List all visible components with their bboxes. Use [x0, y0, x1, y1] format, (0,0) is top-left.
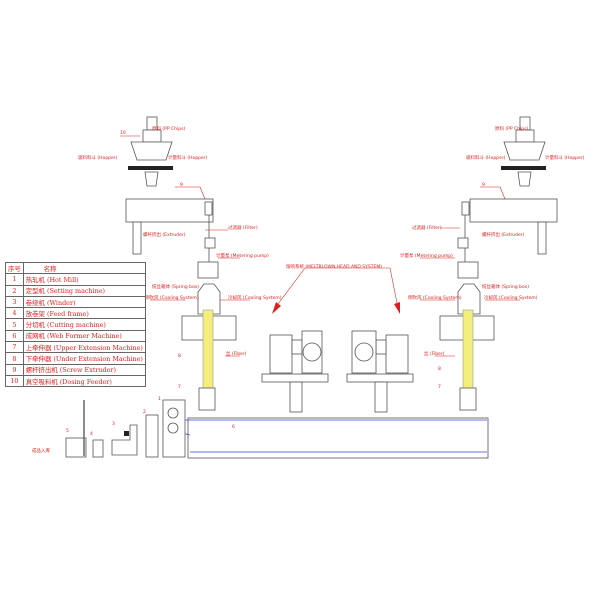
row-name: 放卷架 (Feed frame) [22, 307, 146, 320]
left-chips-label: 原料 (PP Chips) [152, 125, 185, 132]
output-label: 成品入库 [32, 447, 50, 454]
meltblown-unit-left [261, 330, 329, 444]
left-spinning-line [125, 116, 237, 451]
left-hopper-label: 吸料料斗 (Hopper) [78, 154, 118, 161]
row-name: 上牵伸器 (Upper Extension Machine) [22, 341, 146, 354]
row-name: 下牵伸器 (Under Extension Machine) [22, 352, 146, 365]
number-label: 8 [178, 353, 181, 359]
number-label: 7 [178, 384, 181, 390]
legend-header: 序号 名称 [5, 261, 146, 275]
left-spinning-box [197, 283, 221, 315]
right-cooling2-label: 冷却风 (Cooling System) [484, 294, 538, 301]
left-hopper2-label: 计量料斗 (Hopper) [168, 154, 208, 161]
right-hopper-label: 吸料料斗 (Hopper) [466, 154, 506, 161]
left-fiber-label: 丝 (Fiber) [226, 350, 247, 357]
number-label: 9 [180, 182, 183, 188]
header-name: 名称 [22, 261, 146, 275]
left-extension-machine [198, 387, 216, 411]
left-spinning-box-label: 纺丝箱体 (Spring box) [152, 283, 199, 290]
row-no: 8 [5, 352, 24, 365]
left-cooling-label: 侧吹风 (Cooling System) [145, 294, 199, 301]
winder [111, 424, 138, 456]
right-spinning-line [439, 116, 558, 451]
left-hopper [130, 141, 173, 161]
row-name: 真空吸料机 (Dosing Feeder) [22, 374, 146, 388]
left-valve [128, 166, 173, 170]
row-no: 3 [5, 295, 24, 309]
row-name: 分切机 (Cutting machine) [22, 318, 146, 331]
left-filter [204, 237, 216, 249]
right-cooling-label: 侧吹风 (Cooling System) [408, 294, 462, 301]
meltblown-label: 熔喷系统 (MELTBLOWN HEAD AND SYSTEM) [286, 263, 382, 270]
row-no: 9 [5, 363, 24, 376]
row-name: 卷绕机 (Winder) [22, 295, 146, 309]
left-extruder [125, 198, 214, 223]
hot-mill [162, 399, 186, 458]
row-no: 1 [5, 273, 24, 286]
right-extruder [469, 198, 558, 223]
number-label: 5 [66, 428, 69, 434]
left-filter-label: 过滤器 (Filter) [228, 224, 258, 231]
right-chips-label: 原料 (PP Chips) [495, 125, 528, 132]
number-label: 7 [438, 384, 441, 390]
row-no: 5 [5, 318, 24, 331]
row-name: 螺杆挤出机 (Screw Extruder) [22, 363, 146, 376]
right-fiber-path [462, 309, 474, 396]
row-no: 6 [5, 329, 24, 343]
right-hopper [503, 141, 546, 161]
feed-frame [92, 439, 104, 458]
number-label: 2 [143, 409, 146, 415]
row-name: 定型机 (Setting machine) [22, 284, 146, 297]
number-label: 8 [438, 366, 441, 372]
left-extruder-label: 螺杆挤出 (Extruder) [143, 231, 186, 238]
number-label: 3 [112, 421, 115, 427]
right-spinning-box-label: 纺丝箱体 (Spring box) [482, 283, 529, 290]
row-name: 成网机 (Web Former Machine) [22, 329, 146, 343]
row-name: 热轧机 (Hot Mill) [22, 273, 146, 286]
left-fiber-path [202, 309, 214, 396]
left-cooling2-label: 冷却风 (Cooling System) [228, 294, 282, 301]
right-extruder-label: 螺杆挤出 (Extruder) [482, 231, 525, 238]
row-no: 4 [5, 307, 24, 320]
header-no: 序号 [5, 261, 24, 275]
row-no: 10 [5, 374, 24, 388]
arrow-icon [394, 302, 400, 314]
right-filter-label: 过滤器 (Filter) [412, 224, 442, 231]
right-metering-label: 计量泵 (Metering pump) [400, 252, 453, 259]
left-metering-pump [197, 261, 219, 279]
arrow-icon [272, 302, 281, 314]
cutting-machine [65, 437, 87, 458]
setting-machine [145, 414, 159, 458]
number-label: 1 [158, 396, 161, 402]
number-label: 4 [90, 431, 93, 437]
row-no: 7 [5, 341, 24, 354]
right-metering-pump [457, 261, 479, 279]
number-label: 10 [120, 130, 126, 136]
web-former-frame [187, 417, 489, 459]
number-label: 9 [482, 182, 485, 188]
right-hopper2-label: 计量料斗 (Hopper) [545, 154, 585, 161]
row-no: 2 [5, 284, 24, 297]
left-metering-label: 计量泵 (Metering pump) [216, 252, 269, 259]
number-label: 6 [232, 424, 235, 430]
right-fiber-label: 丝 (Fiber) [424, 350, 445, 357]
